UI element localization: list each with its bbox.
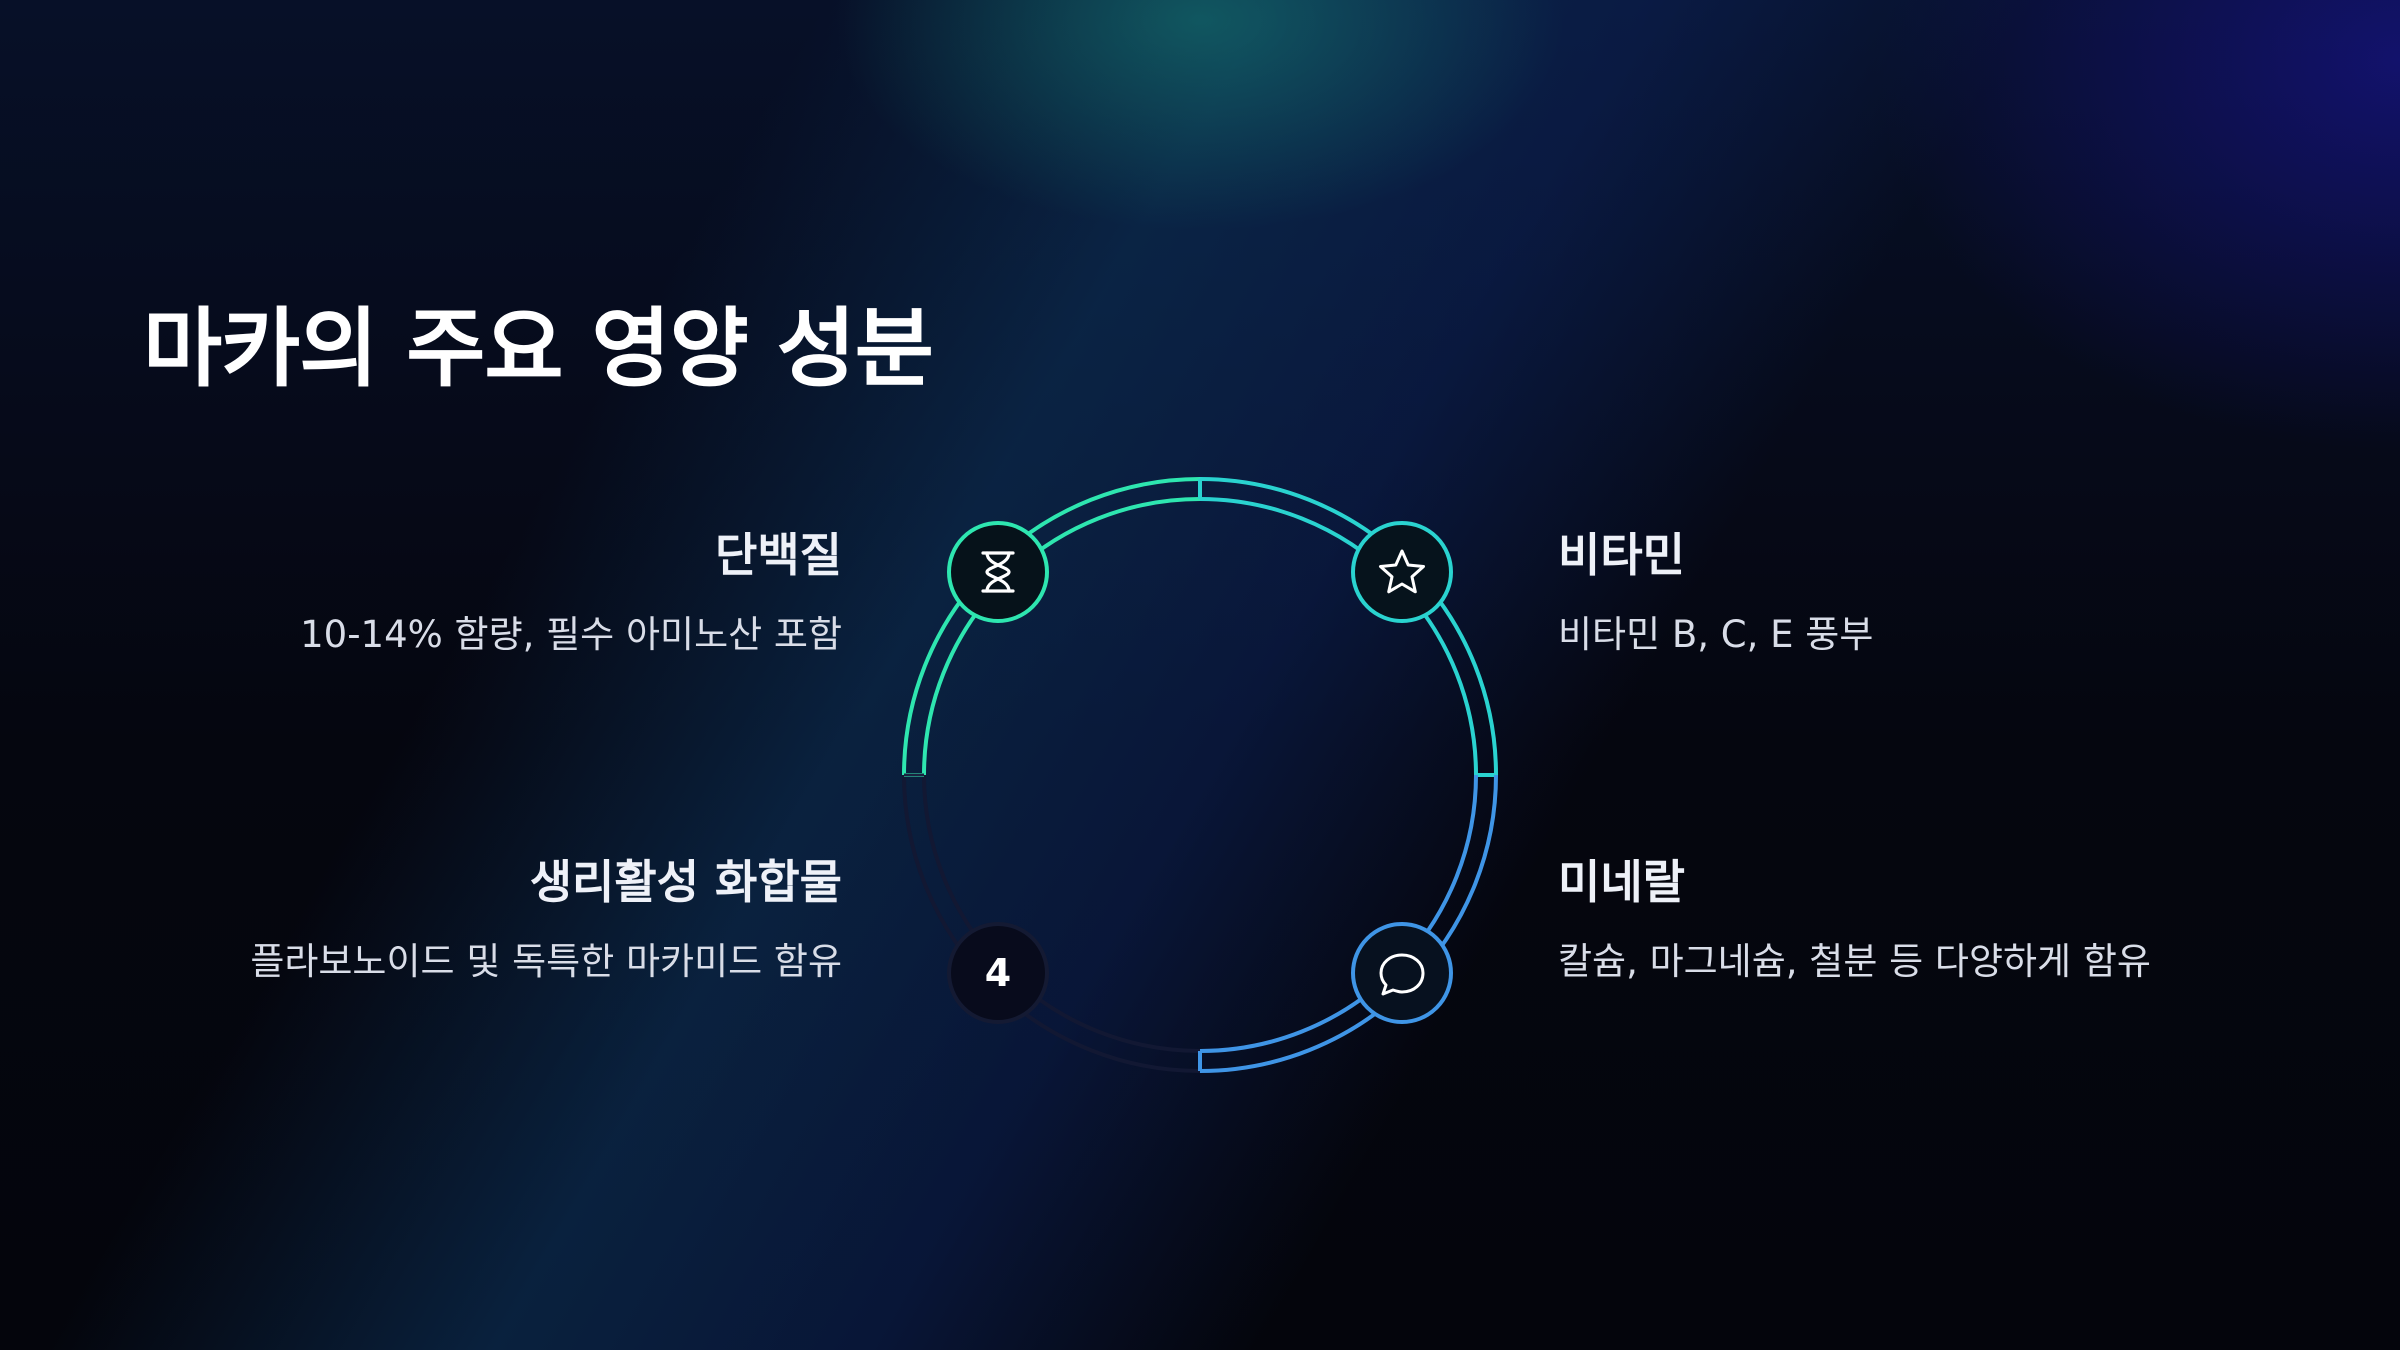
- item-protein: 단백질 10-14% 함량, 필수 아미노산 포함: [202, 528, 842, 658]
- item-description: 칼슘, 마그네슘, 철분 등 다양하게 함유: [1558, 940, 2151, 984]
- item-vitamin: 비타민 비타민 B, C, E 풍부: [1558, 528, 2198, 658]
- node-vitamin: [1351, 521, 1453, 623]
- item-mineral: 미네랄 칼슘, 마그네슘, 철분 등 다양하게 함유: [1558, 855, 2198, 985]
- item-bioactive-compounds: 생리활성 화합물 플라보노이드 및 독특한 마카미드 함유: [202, 855, 842, 985]
- item-title: 생리활성 화합물: [529, 855, 842, 909]
- item-title: 미네랄: [1558, 855, 1685, 909]
- ring-segment-mineral: [1198, 774, 1498, 1073]
- item-title: 단백질: [715, 528, 842, 582]
- ring-segment-vitamin: [1198, 477, 1498, 777]
- item-description: 10-14% 함량, 필수 아미노산 포함: [300, 613, 842, 657]
- star-icon: [1379, 549, 1425, 594]
- item-title: 비타민: [1558, 528, 1685, 582]
- hourglass-icon: [981, 551, 1015, 593]
- item-description: 비타민 B, C, E 풍부: [1558, 613, 1874, 657]
- step-number: 4: [985, 951, 1011, 995]
- node-bioactive: 4: [947, 922, 1049, 1024]
- page-title: 마카의 주요 영양 성분: [143, 299, 934, 399]
- item-description: 플라보노이드 및 독특한 마카미드 함유: [250, 940, 842, 984]
- node-protein: [947, 521, 1049, 623]
- ring-segment-protein: [902, 477, 1201, 777]
- node-mineral: [1351, 922, 1453, 1024]
- cycle-diagram: 4: [902, 477, 1498, 1073]
- chat-bubble-icon: [1379, 953, 1425, 996]
